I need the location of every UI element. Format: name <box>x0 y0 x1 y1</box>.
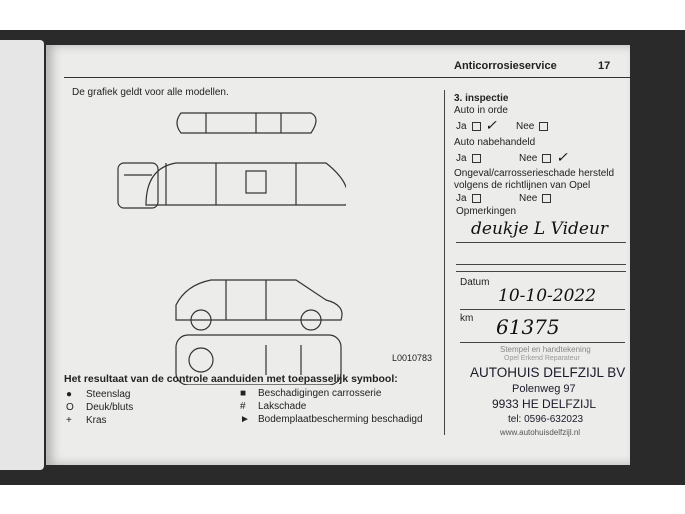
legend-title: Het resultaat van de controle aanduiden … <box>64 373 398 385</box>
q3-ja[interactable]: Ja <box>456 193 481 205</box>
steenslag-symbol: ● <box>66 389 73 400</box>
question-schade-line2: volgens de richtlijnen van Opel <box>454 180 591 191</box>
question-auto-in-orde: Auto in orde <box>454 105 508 116</box>
lakschade-symbol: # <box>240 401 246 412</box>
checkmark: ✓ <box>485 118 497 134</box>
page-number: 17 <box>598 60 611 72</box>
q1-ja[interactable]: Ja <box>456 121 481 133</box>
form-divider <box>444 90 445 435</box>
legend-label: Kras <box>86 415 107 426</box>
previous-page-edge <box>0 40 44 470</box>
booklet-page: Anticorrosieservice 17 De grafiek geldt … <box>46 45 630 465</box>
km-line <box>460 342 625 343</box>
q3-nee[interactable]: Nee <box>519 193 552 205</box>
legend-label: Beschadigingen carrosserie <box>258 388 382 399</box>
carrosserie-symbol: ■ <box>240 388 247 399</box>
remarks-line <box>456 271 626 272</box>
date-line <box>460 309 625 310</box>
date-value[interactable]: 10-10-2022 <box>498 286 597 306</box>
remarks-label: Opmerkingen <box>456 206 517 217</box>
section-title: 3. inspectie <box>454 93 509 104</box>
question-auto-nabehandeld: Auto nabehandeld <box>454 137 536 148</box>
figure-code: L0010783 <box>392 353 433 363</box>
car-top-view <box>176 112 317 134</box>
legend-label: Bodemplaatbescherming beschadigd <box>258 414 423 425</box>
question-schade-line1: Ongeval/carrosserieschade hersteld <box>454 168 615 179</box>
km-value[interactable]: 61375 <box>496 315 560 339</box>
q2-nee[interactable]: Nee <box>519 153 552 165</box>
legend-label: Steenslag <box>86 389 131 400</box>
remarks-value[interactable]: deukje L Videur <box>471 219 609 239</box>
intro-text: De grafiek geldt voor alle modellen. <box>72 87 229 98</box>
stamp-name: AUTOHUIS DELFZIJL BV <box>470 365 626 380</box>
q1-nee[interactable]: Nee <box>516 121 549 133</box>
car-diagram <box>117 112 346 385</box>
stamp-street: Polenweg 97 <box>512 383 576 395</box>
q2-ja[interactable]: Ja <box>456 153 481 165</box>
legend-label: Deuk/bluts <box>86 402 134 413</box>
legend-label: Lakschade <box>258 401 307 412</box>
stamp-tel: tel: 0596-632023 <box>508 414 584 425</box>
stamp-web: www.autohuisdelfzijl.nl <box>500 428 581 437</box>
car-underside-view <box>175 334 342 385</box>
car-front-view <box>117 162 159 209</box>
bodemplaat-symbol: ► <box>240 414 250 425</box>
page-header-title: Anticorrosieservice <box>454 60 557 72</box>
checkmark: ✓ <box>556 150 568 166</box>
remarks-line <box>456 242 626 243</box>
car-side-view <box>175 279 343 331</box>
stamp-sublabel: Opel Erkend Reparateur <box>504 355 580 362</box>
deuk-symbol: O <box>66 402 74 413</box>
stamp-city: 9933 HE DELFZIJL <box>492 397 597 411</box>
kras-symbol: + <box>66 415 72 426</box>
date-label: Datum <box>460 277 490 288</box>
remarks-line <box>456 264 626 265</box>
header-rule <box>64 77 630 78</box>
stamp-label: Stempel en handtekening <box>500 345 591 354</box>
km-label: km <box>460 313 474 324</box>
car-side-top <box>145 162 346 206</box>
